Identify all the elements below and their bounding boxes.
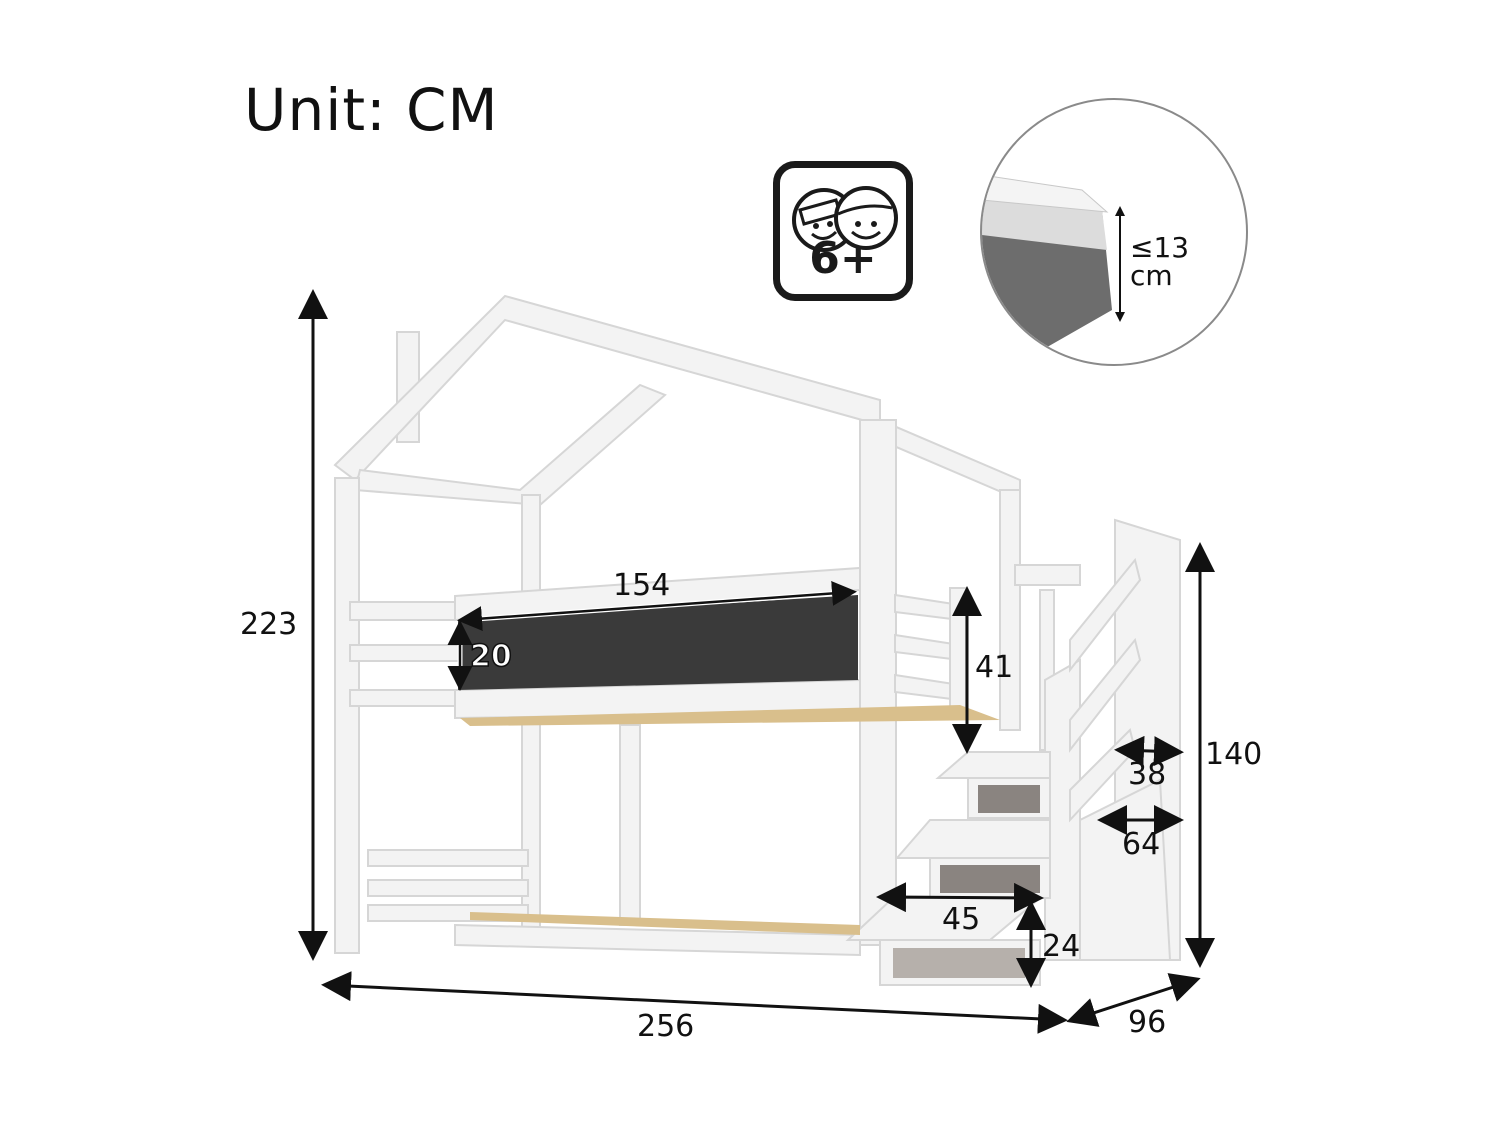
unit-title: Unit: CM (244, 76, 499, 144)
step-depth-top-label: 38 (1128, 757, 1167, 792)
age-label: 6+ (809, 233, 877, 284)
mattress-max-value: ≤13 (1130, 231, 1190, 264)
height-label: 223 (240, 607, 298, 642)
step-depth-lower-label: 64 (1122, 827, 1161, 862)
drawer-width-label: 45 (942, 902, 981, 937)
mattress-unit: cm (1130, 259, 1173, 292)
length-label: 256 (637, 1009, 695, 1044)
guardrail-height-label: 41 (975, 650, 1014, 685)
depth-label: 96 (1128, 1005, 1167, 1040)
drawer-height-label: 24 (1042, 929, 1081, 964)
mattress-thickness-callout: ≤13 cm (980, 98, 1248, 366)
panel-length-label: 154 (613, 568, 671, 603)
stair-height-label: 140 (1205, 737, 1263, 772)
mattress-image (982, 174, 1125, 350)
children-faces-icon (792, 186, 898, 252)
panel-height-label: 20 (469, 639, 512, 674)
age-recommendation-badge: 6+ (773, 161, 913, 301)
